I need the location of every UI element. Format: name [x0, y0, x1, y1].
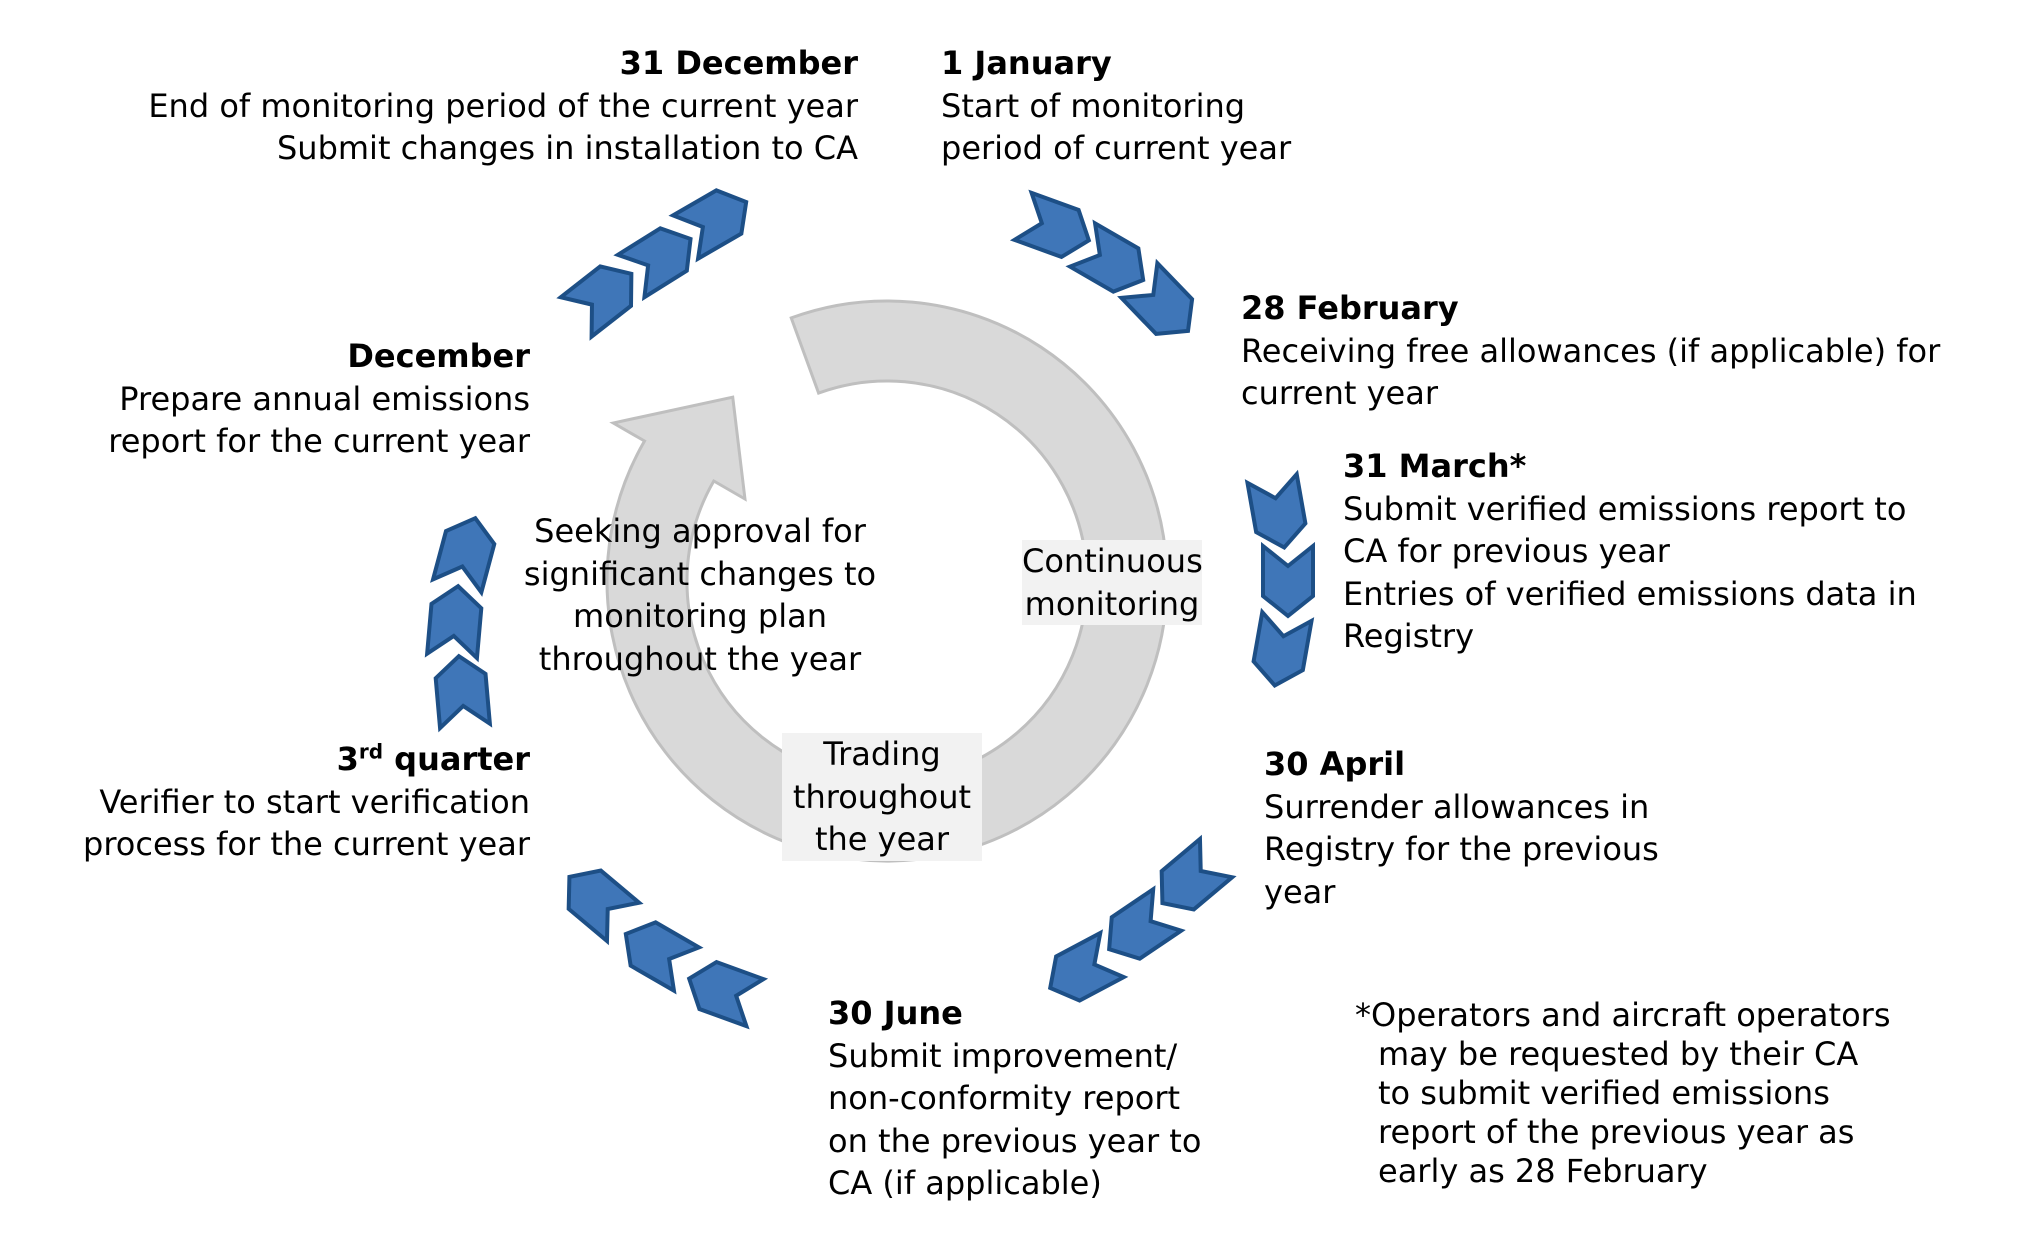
chevron-arrow	[1047, 929, 1129, 1003]
chevron-arrow	[1244, 469, 1308, 550]
milestone-3rd-quarter: 3rd quarter Verifier to start verificati…	[60, 738, 530, 866]
milestone-text: Prepare annual emissions	[119, 379, 530, 418]
milestone-text: report for the current year	[108, 422, 530, 460]
chevron-arrow	[424, 583, 484, 663]
inner-label-continuous-monitoring: Continuous monitoring	[1022, 540, 1203, 625]
milestone-text: CA for previous year	[1343, 532, 1670, 570]
milestone-text: End of monitoring period of the current …	[148, 86, 858, 125]
milestone-heading: 3rd quarter	[336, 739, 530, 778]
milestone-heading: 28 February	[1241, 289, 1459, 327]
footnote-text: may be requested by their CA	[1378, 1035, 1859, 1073]
milestone-28-february: 28 February Receiving free allowances (i…	[1241, 287, 1940, 415]
milestone-heading: 31 March*	[1343, 447, 1527, 485]
milestone-text: Entries of verified emissions data in	[1343, 574, 1917, 613]
milestone-text: on the previous year to	[828, 1121, 1202, 1160]
milestone-heading: 1 January	[941, 44, 1112, 82]
inner-label-seeking-approval: Seeking approval for significant changes…	[520, 510, 880, 680]
milestone-heading: 30 April	[1264, 745, 1406, 783]
inner-text: throughout	[792, 777, 972, 816]
chevron-arrow	[686, 959, 769, 1030]
milestone-30-april: 30 April Surrender allowances in Registr…	[1264, 743, 1659, 913]
milestone-text: Start of monitoring	[941, 86, 1246, 125]
milestone-heading: 31 December	[619, 44, 858, 82]
milestone-december: December Prepare annual emissions report…	[80, 335, 530, 463]
inner-text: significant changes to	[523, 554, 877, 593]
chevron-arrow	[556, 264, 634, 341]
milestone-31-march: 31 March* Submit verified emissions repo…	[1343, 445, 1917, 658]
milestone-31-december: 31 December End of monitoring period of …	[120, 42, 858, 170]
milestone-text: Surrender allowances in	[1264, 787, 1650, 826]
inner-text: Continuous	[1022, 542, 1203, 580]
milestone-text: Receiving free allowances (if applicable…	[1241, 331, 1941, 370]
milestone-text: Submit changes in installation to CA	[276, 129, 858, 167]
milestone-heading: 30 June	[828, 994, 963, 1032]
inner-text: Seeking approval for	[534, 512, 866, 550]
chevron-arrow	[623, 920, 704, 995]
chevron-arrow	[1261, 541, 1315, 619]
footnote-text: report of the previous year as	[1378, 1113, 1855, 1151]
chevron-arrow	[613, 226, 693, 302]
footnote-text: to submit verified emissions	[1378, 1074, 1830, 1112]
milestone-text: year	[1264, 872, 1336, 911]
footnote-text: early as 28 February	[1378, 1152, 1708, 1190]
milestone-heading: December	[347, 337, 530, 375]
chevron-arrow	[430, 515, 497, 597]
chevron-arrow	[1107, 885, 1186, 961]
inner-text: monitoring	[1024, 584, 1200, 623]
chevron-arrow	[1251, 607, 1315, 688]
chevron-arrow	[1009, 189, 1092, 260]
milestone-text: current year	[1241, 374, 1438, 412]
inner-text: the year	[814, 820, 950, 858]
chevron-arrow	[1065, 219, 1146, 294]
milestone-text: Registry	[1343, 617, 1474, 655]
milestone-text: process for the current year	[83, 825, 530, 863]
inner-label-trading: Trading throughout the year	[782, 733, 982, 861]
milestone-text: Verifier to start verification	[99, 782, 530, 821]
milestone-text: period of current year	[941, 129, 1292, 167]
chevron-arrow	[1159, 834, 1237, 912]
chevron-arrow	[566, 868, 644, 946]
milestone-text: CA (if applicable)	[828, 1164, 1102, 1202]
inner-text: Trading	[823, 735, 941, 773]
inner-text: throughout the year	[538, 639, 862, 678]
chevron-arrow	[668, 188, 749, 263]
milestone-text: Submit verified emissions report to	[1343, 489, 1907, 528]
milestone-text: Submit improvement/	[828, 1036, 1178, 1075]
footnote-text: *Operators and aircraft operators	[1355, 996, 1891, 1034]
footnote: *Operators and aircraft operators may be…	[1355, 996, 1890, 1191]
milestone-1-january: 1 January Start of monitoring period of …	[941, 42, 1291, 170]
milestone-text: Registry for the previous	[1264, 830, 1659, 868]
chevron-arrow	[1117, 258, 1195, 336]
chevron-arrow-group	[424, 188, 1315, 1030]
milestone-30-june: 30 June Submit improvement/ non-conformi…	[828, 992, 1201, 1205]
milestone-text: non-conformity report	[828, 1079, 1181, 1117]
inner-text: monitoring plan	[573, 597, 827, 635]
chevron-arrow	[433, 653, 493, 733]
